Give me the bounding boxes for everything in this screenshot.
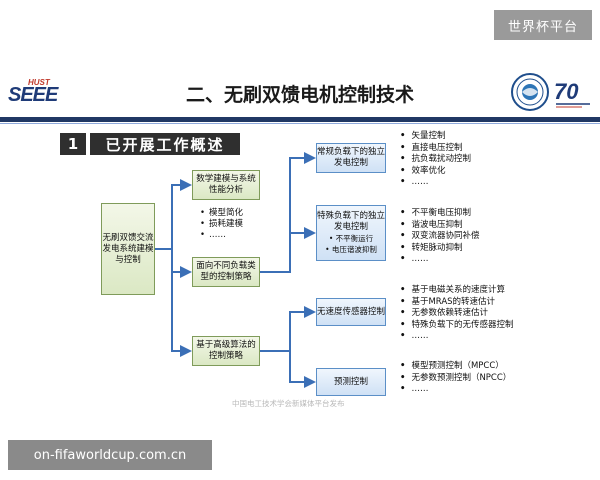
list-item: 损耗建模 [200, 219, 243, 230]
list-item: …… [400, 384, 511, 396]
list-item: 转矩脉动抑制 [400, 243, 479, 255]
list-item: 模型简化 [200, 208, 243, 219]
list-item: 模型预测控制（MPCC） [400, 361, 511, 373]
watermark-center: 中国电工技术学会新媒体平台发布 [232, 399, 345, 408]
anniversary-70-logo: 70 [554, 79, 590, 108]
list-item: …… [400, 254, 479, 266]
header-line [0, 123, 600, 124]
list-item: 直接电压控制 [400, 143, 471, 155]
special-load-item: • 电压谐波抑制 [325, 245, 377, 254]
hust-seee-logo: HUST SEEE [8, 78, 70, 108]
normal-load-list: 矢量控制 直接电压控制 抗负载扰动控制 效率优化 …… [400, 131, 471, 189]
list-item: …… [400, 177, 471, 189]
section-title: 已开展工作概述 [90, 133, 240, 155]
root-node: 无刷双馈交流发电系统建模与控制 [101, 203, 155, 295]
node-predictive: 预测控制 [316, 368, 386, 396]
node-sensorless: 无速度传感器控制 [316, 298, 386, 326]
logo-hust-text: HUST [28, 78, 50, 87]
predictive-list: 模型预测控制（MPCC） 无参数预测控制（NPCC） …… [400, 361, 511, 396]
list-item: 基于MRAS的转速估计 [400, 297, 513, 309]
node-modeling: 数学建模与系统性能分析 [192, 170, 260, 200]
watermark-top-badge: 世界杯平台 [494, 10, 592, 40]
list-item: 特殊负载下的无传感器控制 [400, 320, 513, 332]
list-item: …… [400, 331, 513, 343]
node-normal-load: 常规负载下的独立发电控制 [316, 143, 386, 173]
logo-seee-text: SEEE [8, 84, 58, 106]
logo-70-text: 70 [554, 79, 579, 104]
sensorless-list: 基于电磁关系的速度计算 基于MRAS的转速估计 无参数依赖转速估计 特殊负载下的… [400, 285, 513, 343]
special-load-title: 特殊负载下的独立发电控制 [317, 211, 386, 232]
watermark-bottom-badge: on-fifaworldcup.com.cn [8, 440, 212, 470]
list-item: 效率优化 [400, 166, 471, 178]
list-item: 无参数预测控制（NPCC） [400, 373, 511, 385]
header-bar [0, 117, 600, 122]
list-item: 谐波电压抑制 [400, 220, 479, 232]
page-title: 二、无刷双馈电机控制技术 [185, 84, 414, 106]
list-item: 不平衡电压抑制 [400, 208, 479, 220]
list-item: …… [200, 230, 243, 241]
node-advanced-algorithm: 基于高级算法的控制策略 [192, 336, 260, 366]
node-load-control: 面向不同负载类型的控制策略 [192, 257, 260, 287]
list-item: 矢量控制 [400, 131, 471, 143]
special-load-list: 不平衡电压抑制 谐波电压抑制 双变流器协同补偿 转矩脉动抑制 …… [400, 208, 479, 266]
modeling-sublist: 模型简化 损耗建模 …… [200, 208, 243, 241]
university-emblem-icon [511, 73, 549, 111]
section-number: 1 [60, 133, 86, 155]
list-item: 双变流器协同补偿 [400, 231, 479, 243]
list-item: 基于电磁关系的速度计算 [400, 285, 513, 297]
special-load-item: • 不平衡运行 [328, 234, 374, 243]
list-item: 抗负载扰动控制 [400, 154, 471, 166]
list-item: 无参数依赖转速估计 [400, 308, 513, 320]
node-special-load: 特殊负载下的独立发电控制 • 不平衡运行 • 电压谐波抑制 [316, 205, 386, 261]
